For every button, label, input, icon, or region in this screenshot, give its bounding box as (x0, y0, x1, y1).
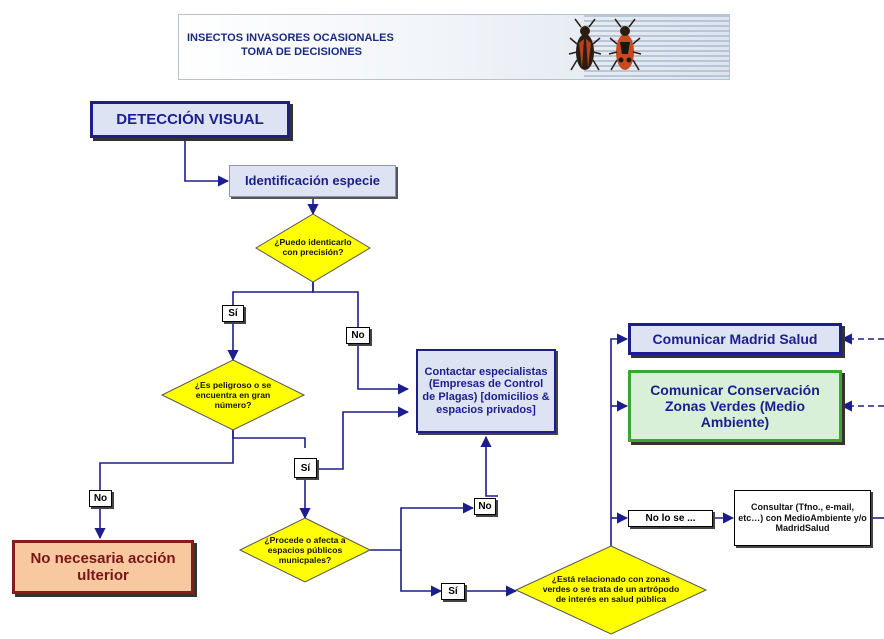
decision-identificar-text: ¿Puedo identicarlo con precisión? (274, 237, 352, 257)
label-no-identificar: No (346, 327, 370, 344)
decision-peligroso-shape (160, 359, 306, 431)
decision-zonas-verdes-shape (514, 545, 708, 635)
beetle-icon (568, 18, 642, 71)
comunicar-conservacion-box: Comunicar Conservación Zonas Verdes (Med… (628, 370, 842, 442)
label-no-lo-se: No lo se ... (628, 510, 713, 527)
deteccion-visual-box: DETECCIÓN VISUAL (90, 101, 290, 138)
header-banner: INSECTOS INVASORES OCASIONALES TOMA DE D… (178, 14, 730, 80)
label-no-publicos: No (474, 498, 496, 515)
decision-zonas-verdes-text: ¿Está relacionado con zonas verdes o se … (542, 574, 680, 604)
banner-stripes (584, 15, 729, 79)
label-no-peligroso: No (89, 490, 112, 507)
consultar-box: Consultar (Tfno., e-mail, etc…) con Medi… (734, 490, 871, 546)
decision-publicos-text: ¿Procede o afecta a espacios públicos mu… (264, 535, 346, 565)
no-necesaria-accion-box: No necesaria acción ulterior (12, 540, 194, 594)
label-si-identificar: Sí (222, 305, 244, 322)
decision-publicos-shape (238, 517, 372, 583)
banner-title-line2: TOMA DE DECISIONES (241, 46, 363, 58)
banner-title-line1: INSECTOS INVASORES OCASIONALES (187, 32, 394, 44)
decision-identificar-shape (255, 213, 371, 283)
label-si-publicos: Sí (441, 583, 465, 600)
identificacion-especie-box: Identificación especie (229, 165, 396, 197)
decision-peligroso-text: ¿Es peligroso o se encuentra en gran núm… (194, 380, 272, 410)
contactar-especialistas-box: Contactar especialistas (Empresas de Con… (416, 349, 556, 433)
label-si-peligroso: Sí (294, 458, 317, 478)
comunicar-madrid-salud-box: Comunicar Madrid Salud (628, 323, 842, 355)
